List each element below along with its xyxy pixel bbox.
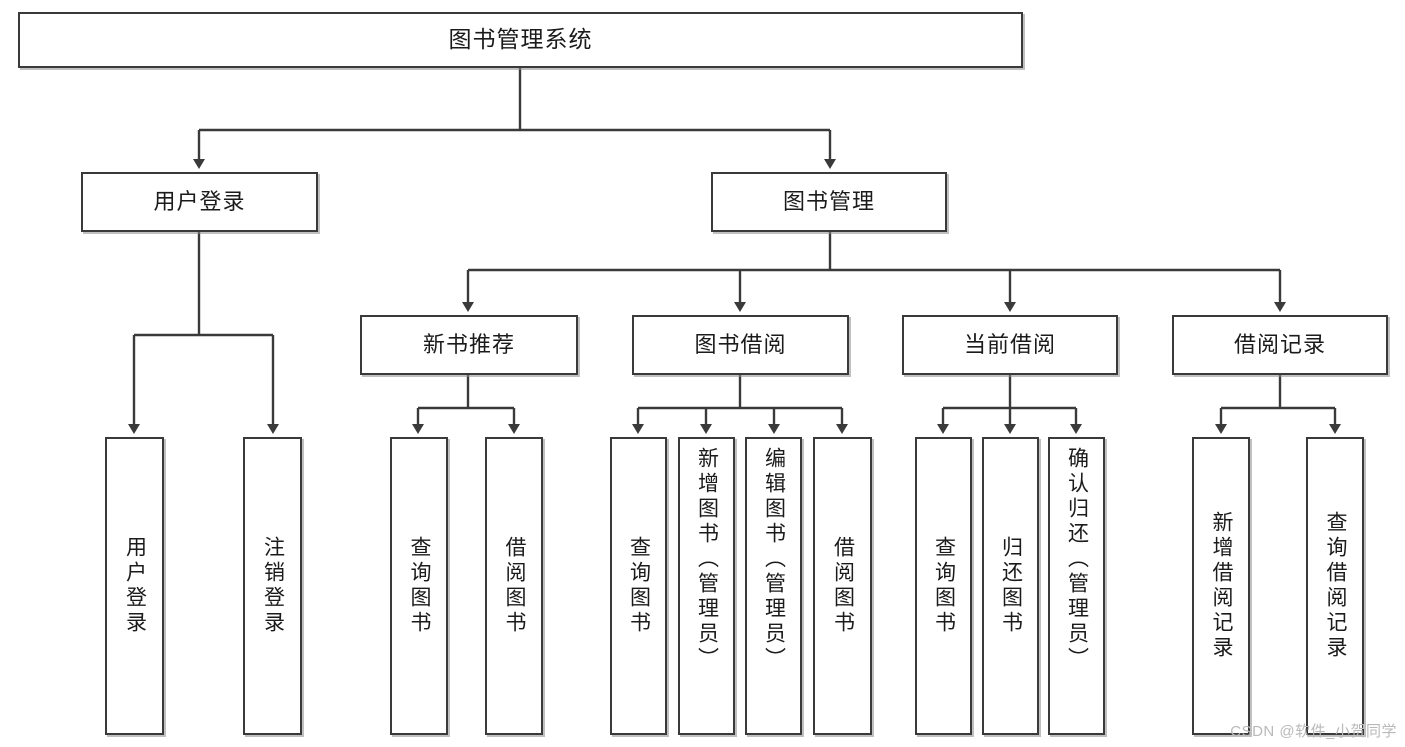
leaf-return-book[interactable]: 归还图书 bbox=[982, 437, 1039, 735]
node-label: 图书管理 bbox=[782, 189, 875, 215]
leaf-label: 新增图书（管理员） bbox=[695, 447, 719, 672]
leaf-query-book-current[interactable]: 查询图书 bbox=[915, 437, 972, 735]
leaf-label: 查询借阅记录 bbox=[1324, 511, 1348, 661]
node-book-borrow[interactable]: 图书借阅 bbox=[632, 315, 849, 375]
node-book-management[interactable]: 图书管理 bbox=[711, 172, 947, 232]
node-label: 当前借阅 bbox=[963, 332, 1056, 358]
node-label: 用户登录 bbox=[153, 189, 246, 215]
leaf-edit-book-admin[interactable]: 编辑图书（管理员） bbox=[745, 437, 802, 735]
leaf-label: 编辑图书（管理员） bbox=[762, 447, 786, 672]
node-borrow-record[interactable]: 借阅记录 bbox=[1172, 315, 1388, 375]
leaf-confirm-return-admin[interactable]: 确认归还（管理员） bbox=[1048, 437, 1105, 735]
node-label: 图书借阅 bbox=[694, 332, 787, 358]
leaf-label: 借阅图书 bbox=[503, 536, 527, 636]
watermark: CSDN @软件_小贺同学 bbox=[1230, 723, 1397, 740]
leaf-query-book-recommend[interactable]: 查询图书 bbox=[390, 437, 448, 735]
leaf-label: 确认归还（管理员） bbox=[1065, 447, 1089, 672]
leaf-label: 归还图书 bbox=[999, 536, 1023, 636]
leaf-logout[interactable]: 注销登录 bbox=[243, 437, 302, 735]
leaf-user-login[interactable]: 用户登录 bbox=[105, 437, 164, 735]
leaf-query-borrow-record[interactable]: 查询借阅记录 bbox=[1306, 437, 1364, 735]
leaf-label: 查询图书 bbox=[627, 536, 651, 636]
node-new-book-recommend[interactable]: 新书推荐 bbox=[360, 315, 578, 375]
node-user-login[interactable]: 用户登录 bbox=[81, 172, 318, 232]
node-label: 图书管理系统 bbox=[448, 26, 593, 53]
leaf-label: 用户登录 bbox=[123, 536, 147, 636]
leaf-add-book-admin[interactable]: 新增图书（管理员） bbox=[678, 437, 735, 735]
leaf-borrow-book[interactable]: 借阅图书 bbox=[813, 437, 872, 735]
leaf-label: 借阅图书 bbox=[831, 536, 855, 636]
leaf-label: 查询图书 bbox=[932, 536, 956, 636]
leaf-borrow-book-recommend[interactable]: 借阅图书 bbox=[485, 437, 543, 735]
leaf-label: 查询图书 bbox=[408, 536, 432, 636]
node-label: 新书推荐 bbox=[422, 332, 515, 358]
leaf-label: 注销登录 bbox=[261, 536, 285, 636]
node-label: 借阅记录 bbox=[1233, 332, 1326, 358]
leaf-add-borrow-record[interactable]: 新增借阅记录 bbox=[1192, 437, 1250, 735]
leaf-query-book-borrow[interactable]: 查询图书 bbox=[610, 437, 667, 735]
leaf-label: 新增借阅记录 bbox=[1210, 511, 1234, 661]
node-root-system[interactable]: 图书管理系统 bbox=[18, 12, 1023, 68]
node-current-borrow[interactable]: 当前借阅 bbox=[902, 315, 1118, 375]
